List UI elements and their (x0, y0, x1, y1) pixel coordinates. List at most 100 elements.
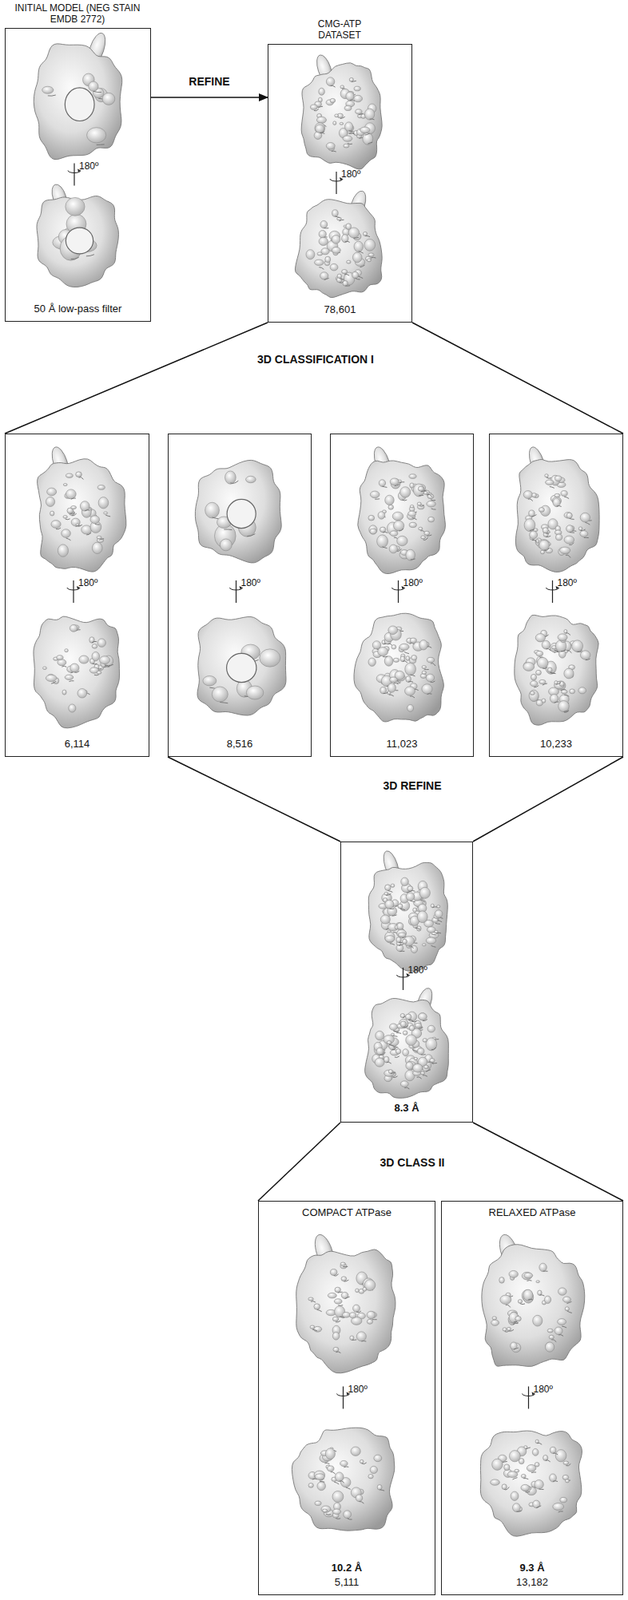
density-crevice (568, 543, 574, 546)
density-lump (395, 1049, 401, 1055)
density-crevice (410, 559, 416, 561)
density-surface (480, 1431, 582, 1538)
density-lump (417, 502, 422, 506)
density-lump (333, 121, 337, 126)
density-lump (343, 1511, 352, 1520)
density-lump (377, 647, 389, 656)
density-crevice (65, 519, 71, 521)
density-lump (393, 520, 404, 532)
density-lump (90, 516, 100, 525)
density-crevice (342, 1267, 348, 1268)
density-illustration (5, 28, 150, 321)
density-lump (345, 91, 354, 101)
density-lump (425, 938, 437, 945)
resolution-value: 8.3 Å (341, 1102, 473, 1115)
density-illustration (341, 842, 472, 1122)
density-lump (314, 259, 324, 266)
density-crevice (402, 661, 408, 664)
density-lump (536, 657, 549, 669)
density-lump (369, 491, 380, 499)
density-lump (530, 674, 537, 681)
density-crevice (358, 1502, 364, 1505)
density-map (291, 1428, 394, 1532)
density-crevice (554, 702, 560, 704)
density-lump (523, 1290, 533, 1302)
density-lump (79, 501, 90, 512)
density-lump (556, 534, 563, 541)
density-lump (334, 1287, 342, 1294)
density-crevice (318, 267, 324, 271)
density-crevice (436, 933, 442, 935)
density-crevice (51, 681, 56, 684)
density-lump (64, 649, 69, 653)
density-crevice (408, 681, 414, 684)
density-crevice (504, 1487, 509, 1491)
density-lump (353, 241, 363, 252)
density-map (353, 613, 444, 723)
density-lump (325, 77, 334, 87)
density-lump (400, 1081, 409, 1089)
density-crevice (335, 1352, 341, 1355)
density-lump (367, 258, 372, 263)
density-lump (320, 272, 329, 280)
density-crevice (390, 1073, 396, 1075)
particle-count: 50 Å low-pass filter (5, 302, 151, 315)
density-map (37, 445, 127, 573)
density-lump (417, 486, 424, 492)
density-lump (65, 473, 73, 478)
density-lump (368, 515, 375, 521)
density-lump (425, 1038, 438, 1052)
density-crevice (424, 669, 430, 671)
density-lump (345, 122, 354, 132)
class-panel: CMG-ATP DATASET180º78,601 (267, 43, 413, 323)
density-lump (341, 1313, 350, 1320)
density-lump (532, 1315, 543, 1328)
density-crevice (539, 1295, 545, 1297)
density-crevice (543, 1271, 549, 1273)
density-lump (321, 1506, 331, 1514)
density-crevice (431, 508, 437, 510)
particle-count: 6,114 (5, 738, 149, 751)
density-crevice (403, 1026, 409, 1029)
density-map (36, 182, 119, 288)
density-lump (501, 1485, 507, 1491)
density-lump (225, 471, 237, 485)
density-lump (544, 1343, 554, 1353)
rotation-symbol (230, 580, 243, 604)
density-lump (549, 694, 558, 704)
density-lump (373, 1455, 382, 1463)
density-crevice (531, 515, 537, 517)
density-lump (211, 687, 228, 703)
density-lump (353, 1305, 361, 1313)
density-lump (97, 485, 105, 491)
class-panel: 180º10,233 (488, 433, 624, 758)
density-crevice (412, 517, 418, 520)
density-map (197, 616, 287, 716)
density-crevice (68, 680, 74, 683)
rotation-label: 180º (403, 577, 423, 590)
density-crevice (408, 1020, 414, 1022)
density-lump (314, 1471, 325, 1481)
density-lump (508, 1271, 518, 1279)
density-lump (388, 504, 394, 510)
density-lump (396, 945, 404, 953)
particle-count: 78,601 (268, 303, 412, 316)
density-lump (325, 1449, 335, 1461)
density-crevice (556, 505, 562, 508)
density-lump (397, 904, 403, 910)
density-lump (246, 476, 257, 484)
density-lump (396, 938, 402, 944)
density-lump (374, 1058, 385, 1068)
density-crevice (412, 1050, 418, 1053)
density-crevice (358, 113, 364, 116)
density-crevice (512, 1323, 518, 1325)
density-lump (356, 1332, 366, 1343)
density-crevice (349, 130, 354, 132)
density-surface (291, 1428, 394, 1532)
density-lump (376, 1048, 384, 1056)
density-crevice (423, 537, 429, 541)
density-lump (413, 908, 418, 913)
density-crevice (409, 696, 415, 699)
density-crevice (339, 278, 345, 281)
density-crevice (398, 528, 404, 532)
